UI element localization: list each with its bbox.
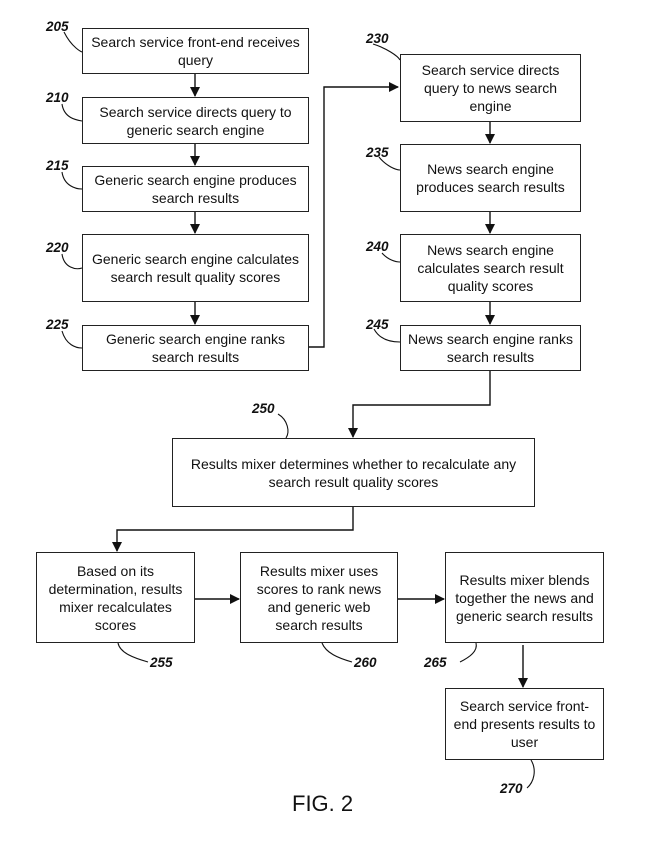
step-265-box: Results mixer blends together the news a… [445, 552, 604, 643]
arrow-225-230 [309, 82, 399, 348]
step-220-text: Generic search engine calculates search … [91, 251, 299, 285]
step-210-text: Search service directs query to generic … [99, 103, 292, 138]
ref-245: 245 [366, 317, 389, 332]
leader-230 [372, 43, 401, 61]
leader-245 [373, 328, 401, 343]
leader-250 [277, 413, 289, 439]
step-230-text: Search service directs query to news sea… [421, 62, 560, 114]
leader-235 [378, 156, 401, 171]
step-265-text: Results mixer blends together the news a… [455, 571, 594, 624]
ref-265: 265 [424, 655, 447, 670]
step-205-text: Search service front-end receives query [91, 34, 300, 68]
leader-225 [61, 330, 83, 349]
step-245-box: News search engine ranks search results [400, 325, 581, 371]
step-225-box: Generic search engine ranks search resul… [82, 325, 309, 371]
ref-255: 255 [150, 655, 173, 670]
step-240-box: News search engine calculates search res… [400, 234, 581, 302]
step-230-box: Search service directs query to news sea… [400, 54, 581, 122]
ref-260: 260 [354, 655, 377, 670]
step-215-text: Generic search engine produces search re… [94, 172, 297, 206]
step-255-text: Based on its determination, results mixe… [48, 562, 183, 633]
step-235-box: News search engine produces search resul… [400, 144, 581, 212]
ref-270: 270 [500, 781, 523, 796]
leader-205 [63, 31, 83, 53]
ref-215: 215 [46, 158, 69, 173]
step-220-box: Generic search engine calculates search … [82, 234, 309, 302]
step-250-box: Results mixer determines whether to reca… [172, 438, 535, 507]
figure-label: FIG. 2 [292, 791, 354, 816]
step-270-box: Search service front-end presents result… [445, 688, 604, 760]
leader-220 [61, 253, 83, 270]
step-240-text: News search engine calculates search res… [417, 242, 564, 294]
step-205-box: Search service front-end receives query [82, 28, 309, 74]
leader-265 [459, 642, 477, 663]
step-245-text: News search engine ranks search results [408, 331, 573, 365]
ref-240: 240 [366, 239, 389, 254]
leader-255 [117, 642, 149, 663]
step-270-text: Search service front-end presents result… [453, 698, 596, 750]
leader-210 [61, 103, 83, 122]
step-225-text: Generic search engine ranks search resul… [106, 331, 285, 365]
arrow-250-255 [112, 507, 354, 552]
ref-250: 250 [252, 401, 275, 416]
step-210-box: Search service directs query to generic … [82, 97, 309, 144]
leader-215 [61, 171, 83, 190]
step-255-box: Based on its determination, results mixe… [36, 552, 195, 643]
leader-260 [321, 642, 353, 663]
ref-210: 210 [46, 90, 69, 105]
ref-230: 230 [366, 31, 389, 46]
step-260-box: Results mixer uses scores to rank news a… [240, 552, 398, 643]
ref-220: 220 [46, 240, 69, 255]
step-260-text: Results mixer uses scores to rank news a… [256, 562, 382, 633]
leader-240 [381, 252, 401, 263]
ref-205: 205 [46, 19, 69, 34]
leader-270 [526, 759, 535, 789]
step-235-text: News search engine produces search resul… [416, 161, 565, 195]
step-215-box: Generic search engine produces search re… [82, 166, 309, 212]
ref-235: 235 [366, 145, 389, 160]
arrow-245-250 [348, 371, 491, 438]
ref-225: 225 [46, 317, 69, 332]
step-250-text: Results mixer determines whether to reca… [190, 455, 517, 490]
